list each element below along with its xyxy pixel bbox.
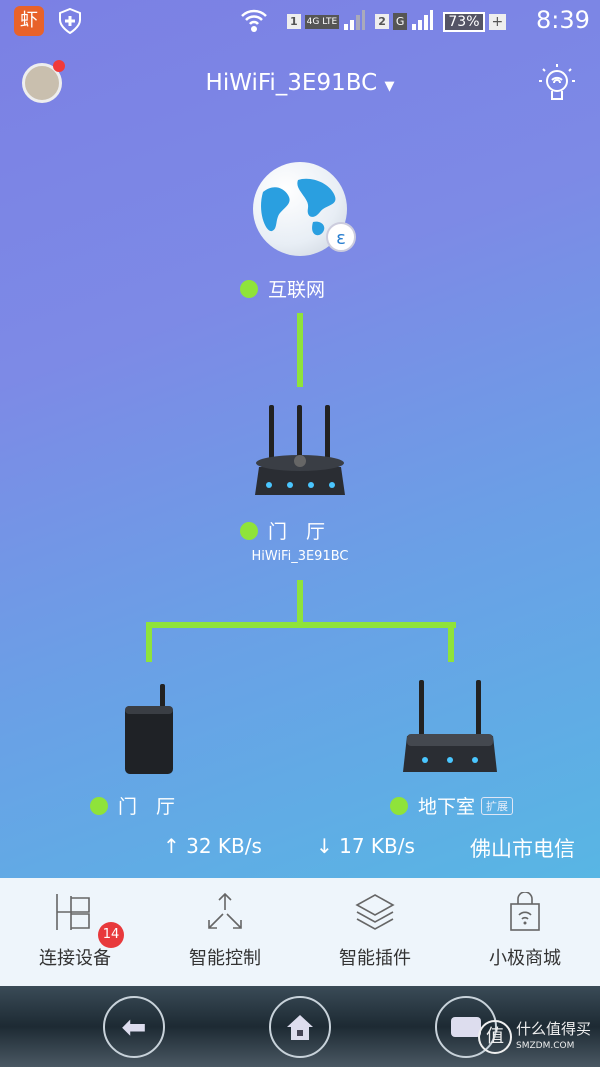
internet-text: 互联网 [268,279,326,301]
home-icon [287,1015,313,1040]
watermark-cn: 什么值得买 [516,1020,592,1038]
sim1-network: 4G LTE [304,14,340,29]
device-count-badge: 14 [98,922,124,948]
status-dot [240,521,258,540]
status-dot [390,796,408,815]
connection-line [146,622,152,662]
main-router-icon[interactable] [253,405,347,501]
download-speed: ↓ 17 KB/s [316,834,415,858]
signal-icon [343,10,366,33]
watermark-en: SMZDM.COM [516,1041,575,1051]
home-button[interactable] [269,996,331,1058]
network-name: HiWiFi_3E91BC [205,70,378,96]
sim2-network: G [392,13,408,30]
node-label: 门 厅 [90,792,175,819]
tab-store[interactable]: 小极商城 [450,878,600,986]
caret-down-icon: ▼ [384,79,395,94]
back-arrow-icon: ⬅ [121,1009,147,1045]
devices-tree-icon [55,892,95,936]
tab-connected-devices[interactable]: 14 连接设备 [0,878,150,986]
tab-label: 小极商城 [489,948,561,969]
signal-icon [411,10,434,33]
connection-line [448,622,454,662]
sim2-indicator: 2 [375,14,389,29]
tab-smart-control[interactable]: 智能控制 [150,878,300,986]
main-router-label: 门 厅 [240,517,325,544]
router-device-icon[interactable] [403,680,497,778]
back-button[interactable]: ⬅ [103,996,165,1058]
sim1-indicator: 1 [287,14,301,29]
connection-line [297,580,303,626]
telecom-logo-icon: ε [326,222,356,252]
smart-control-icon [205,892,245,936]
recent-apps-icon [451,1017,481,1037]
system-navigation-bar: ⬅ 值 什么值得买 SMZDM.COM [0,986,600,1067]
layers-icon [355,892,395,936]
shield-icon [58,7,82,38]
tab-label: 智能控制 [189,948,261,969]
node-name: 地下室 [418,796,476,818]
connection-line [146,622,456,628]
internet-label: 互联网 [240,275,325,302]
charging-icon: + [488,13,507,30]
extender-device-icon[interactable] [122,684,176,780]
watermark-logo: 值 [478,1020,512,1054]
upload-speed: ↑ 32 KB/s [163,834,262,858]
app-screen: 虾 1 4G LTE 2 G 73% + 8:39 HiWiFi_3E91BC … [0,0,600,878]
tab-smart-plugins[interactable]: 智能插件 [300,878,450,986]
user-avatar[interactable] [22,60,65,103]
tab-label: 连接设备 [39,948,111,969]
wifi-hotspot-icon [240,8,268,38]
node-label: 地下室扩展 [390,792,514,819]
main-router-name: 门 厅 [268,521,326,543]
smart-light-icon[interactable] [535,60,579,110]
isp-name: 佛山市电信 [470,837,575,861]
notification-dot [53,60,65,72]
extender-badge: 扩展 [481,796,514,815]
clock: 8:39 [536,6,590,34]
tab-label: 智能插件 [339,948,411,969]
main-router-ssid: HiWiFi_3E91BC [251,549,349,564]
connection-line [297,313,303,387]
app-notification-icon: 虾 [14,6,44,36]
status-dot [240,279,258,298]
network-selector[interactable]: HiWiFi_3E91BC ▼ [0,70,600,96]
node-name: 门 厅 [118,796,176,818]
bottom-tab-bar: 14 连接设备 智能控制 智能插件 小极商城 [0,878,600,986]
battery-indicator: 73% [443,11,485,32]
shopping-bag-icon [505,891,545,936]
status-dot [90,796,108,815]
